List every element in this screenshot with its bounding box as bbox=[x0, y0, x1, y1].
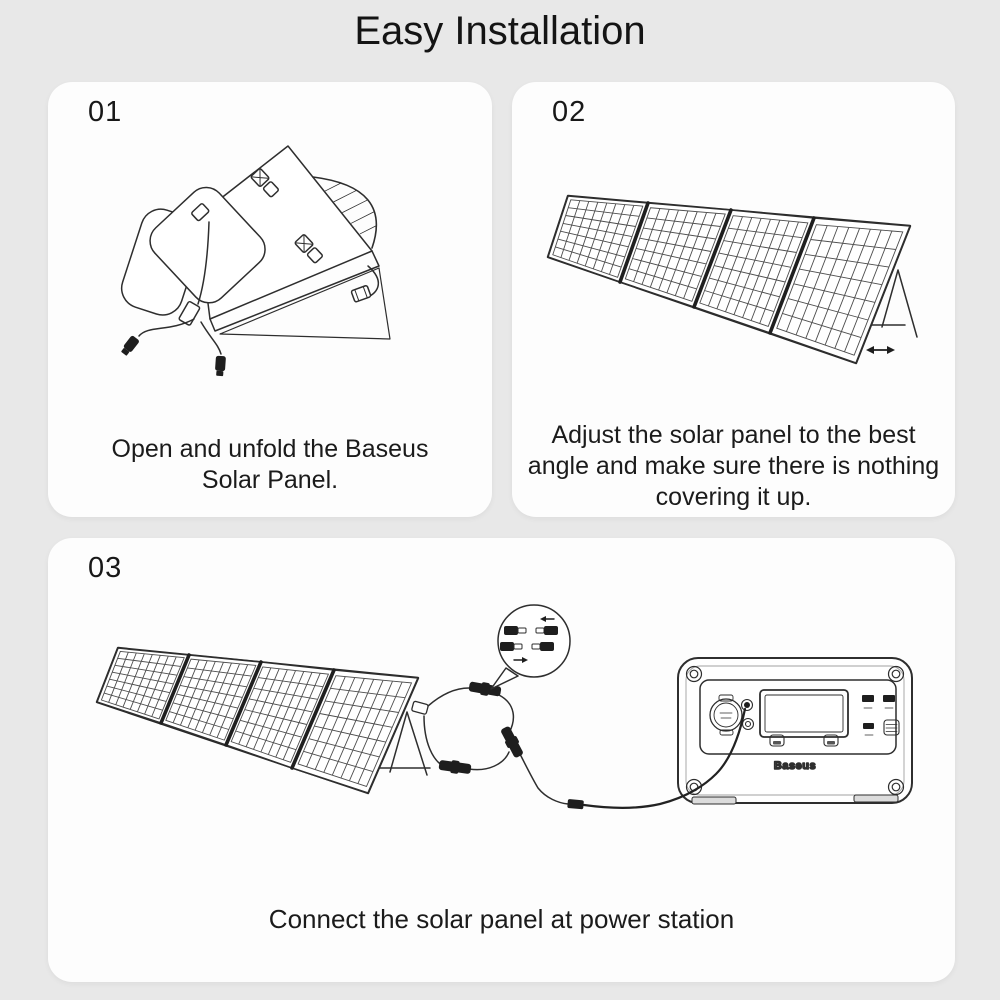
mc4-connector-pair bbox=[438, 760, 472, 774]
kickstand bbox=[375, 711, 431, 776]
dc-input-jacks bbox=[740, 698, 755, 731]
car-socket-grille bbox=[883, 719, 900, 736]
panel-pad bbox=[149, 186, 266, 304]
kickstand bbox=[860, 269, 918, 338]
display-screen bbox=[759, 689, 849, 738]
connector-detail-callout bbox=[490, 604, 571, 690]
step-caption-1: Open and unfold the Baseus Solar Panel. bbox=[111, 435, 429, 494]
fold-hinges bbox=[618, 201, 816, 335]
output-port bbox=[191, 203, 210, 222]
push-right-arrow-icon bbox=[513, 657, 528, 663]
fold-hinges bbox=[159, 653, 336, 770]
step-card-3: 03 bbox=[48, 538, 955, 982]
kickstand-outline bbox=[219, 267, 391, 340]
step-caption-3: Connect the solar panel at power station bbox=[268, 904, 735, 934]
inline-connector bbox=[567, 799, 584, 810]
step-number-2: 02 bbox=[552, 96, 587, 128]
connection-cables bbox=[411, 687, 747, 809]
brand-label: Baseus bbox=[774, 760, 816, 772]
side-strap bbox=[350, 265, 379, 303]
buckle-strap-bottom bbox=[294, 234, 323, 264]
mc4-connector-pair bbox=[501, 726, 523, 758]
mc4-connector-pair bbox=[468, 681, 502, 697]
step-number-3: 03 bbox=[88, 552, 123, 584]
adjust-angle-arrow-icon bbox=[866, 346, 895, 354]
step-card-2: 02 bbox=[512, 82, 955, 517]
mc4-connector bbox=[215, 355, 226, 377]
panel-face bbox=[196, 145, 373, 320]
carry-handle bbox=[312, 176, 377, 249]
cable-junction bbox=[178, 300, 201, 326]
step-caption-2: Adjust the solar panel to the best angle… bbox=[527, 421, 940, 511]
page-title: Easy Installation bbox=[354, 9, 646, 53]
solar-panel-array bbox=[95, 646, 420, 795]
usb-ports bbox=[862, 695, 895, 736]
cable-junction bbox=[411, 700, 429, 715]
push-left-arrow-icon bbox=[540, 616, 555, 622]
front-panel bbox=[699, 679, 897, 755]
power-station: Baseus bbox=[677, 657, 913, 805]
panel-cover-flap bbox=[120, 208, 203, 316]
step-card-1: 01 bbox=[48, 82, 492, 517]
solar-panel-array bbox=[546, 194, 912, 365]
station-feet bbox=[691, 794, 899, 805]
ac-round-port bbox=[709, 694, 743, 736]
step-number-1: 01 bbox=[88, 96, 123, 128]
corner-screw-icon bbox=[685, 665, 905, 796]
mc4-connector bbox=[121, 335, 139, 356]
ac-outlets bbox=[769, 734, 839, 747]
buckle-strap-top bbox=[250, 168, 279, 198]
